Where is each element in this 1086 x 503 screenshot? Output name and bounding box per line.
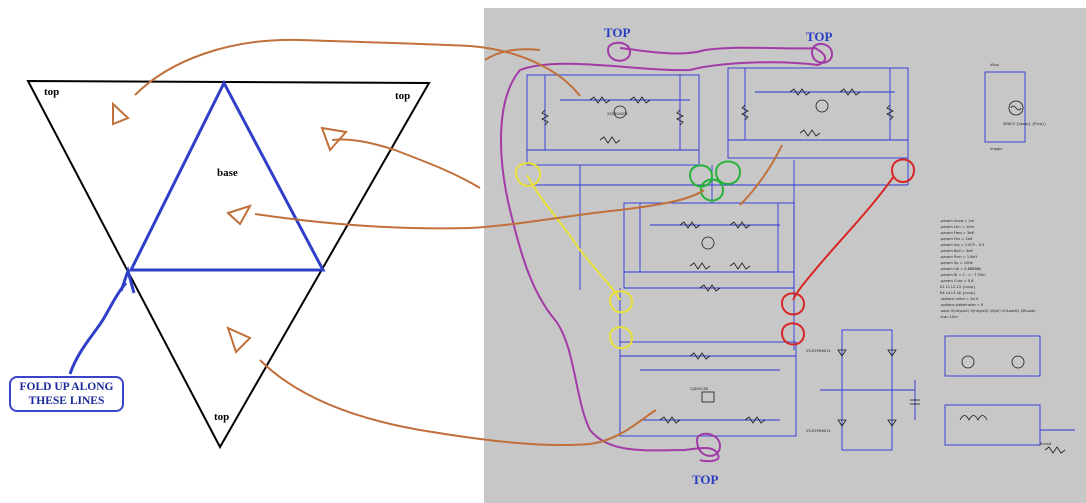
arrow-top-center — [484, 48, 541, 61]
fold-pointer-head — [119, 265, 136, 294]
interconnect-wires — [527, 158, 909, 350]
sine-label: SINE(0 {Vamp} {Freq}) — [1003, 122, 1046, 126]
arrow-head-top-left — [112, 101, 130, 126]
source-label-vneg: Vnegin — [990, 147, 1003, 151]
net-label-top-left: top — [44, 86, 59, 98]
arrow-top-right-flap — [331, 138, 481, 189]
spice-directive: .param Sp = 100e — [940, 261, 974, 265]
fold-note-line-2: THESE LINES — [28, 395, 105, 407]
spice-directive: .param Imod = 1m — [940, 219, 975, 223]
outer-triangle — [26, 79, 431, 450]
top-label-1: TOP — [604, 25, 631, 40]
arrow-head-top-right — [320, 126, 348, 152]
net-label-bottom: top — [214, 411, 229, 423]
spice-directive: .param Ub = 3.88888h — [940, 267, 981, 271]
spice-directive: .param Curp = 0.6 — [940, 279, 974, 283]
spice-directive: .param Ing = 1.675 - 0.5 — [940, 243, 984, 247]
yellow-node-3 — [609, 326, 634, 350]
spice-directive: .param Ball = 3e6 — [940, 249, 973, 253]
source-label-vbus: Vbus — [990, 63, 999, 67]
schematic-background — [484, 8, 1086, 503]
arrow-base — [254, 189, 705, 230]
connector-arrows — [112, 38, 783, 447]
arrow-bottom-flap — [259, 359, 657, 447]
purple-node-top-2 — [811, 43, 834, 64]
load-label: RLoad — [1040, 442, 1051, 446]
purple-edge-outline — [500, 46, 827, 463]
q-label-1: 2SC3942F3 — [607, 112, 628, 116]
green-node-1 — [689, 164, 714, 188]
arrow-head-base — [226, 204, 253, 226]
spice-directive: .param Fhz = 2e6 — [940, 237, 973, 241]
rectifier-bridge: VS-E5PH6012 VS-E5PH6012 — [806, 329, 920, 451]
spice-directive: K1 L1 L2 L3 {coup} — [940, 285, 975, 289]
amp-block-bottom: CJD9013B — [619, 341, 797, 437]
net-label-base: base — [217, 167, 238, 179]
purple-node-bottom — [696, 432, 722, 457]
green-node-2 — [715, 160, 742, 185]
fold-note: FOLD UP ALONG THESE LINES — [9, 376, 124, 412]
purple-node-top — [607, 41, 632, 62]
base-triangle — [128, 79, 326, 272]
output-stage: RLoad — [944, 335, 1075, 454]
red-edge-outline — [792, 175, 895, 301]
red-node-1 — [891, 158, 916, 183]
top-label-3: TOP — [692, 472, 719, 487]
arrow-head-bottom — [226, 326, 252, 354]
amp-block-top-left: 2SC3942F3 — [526, 74, 700, 166]
fold-note-line-1: FOLD UP ALONG — [19, 381, 114, 393]
tetrahedron-net: top top top base — [26, 79, 431, 450]
amp-block-top-right — [727, 67, 909, 159]
yellow-node-2 — [609, 290, 634, 314]
mosfet-label: CJD9013B — [690, 387, 708, 391]
spice-directives: .param Imod = 1m .param LUn = 10m .param F… — [940, 219, 1036, 319]
spice-directive: .options reltol = 1e-4 — [940, 297, 979, 301]
diode-label-2: VS-E5PH6012 — [806, 429, 831, 433]
net-label-top-right: top — [395, 90, 410, 102]
fold-pointer-arrow — [68, 282, 128, 375]
top-label-2: TOP — [806, 29, 833, 44]
spice-directive: .save V(nbypo1) V(ntype2) I(Vpri) V(rLoa… — [940, 309, 1036, 313]
diode-label-1: VS-E5PH6012 — [806, 349, 831, 353]
green-node-3 — [700, 178, 725, 202]
yellow-edge-outline — [526, 174, 621, 301]
red-node-2 — [781, 292, 806, 316]
spice-directive: .param Ki = 1 : u : 7.53m — [940, 273, 986, 277]
spice-directive: .options plotwinsize = 0 — [940, 303, 984, 307]
arrow-right-middle — [739, 144, 783, 206]
spice-directive: .tran 10m — [940, 315, 958, 319]
arrow-top-left-flap — [134, 38, 581, 97]
red-node-3 — [781, 322, 806, 346]
spice-directive: .param LUn = 10m — [940, 225, 975, 229]
schematic-panel: 2SC3942F3 — [484, 8, 1086, 503]
spice-directive: .param Freq = 3e6 — [940, 231, 974, 235]
yellow-node-1 — [515, 162, 542, 187]
spice-directive: K4 L4 L5 L6 {coup} — [940, 291, 975, 295]
sine-source: Vbus Vnegin SINE(0 {Vamp} {Freq}) — [984, 63, 1046, 151]
spice-directive: .param Pcm = 1.6e3 — [940, 255, 977, 259]
